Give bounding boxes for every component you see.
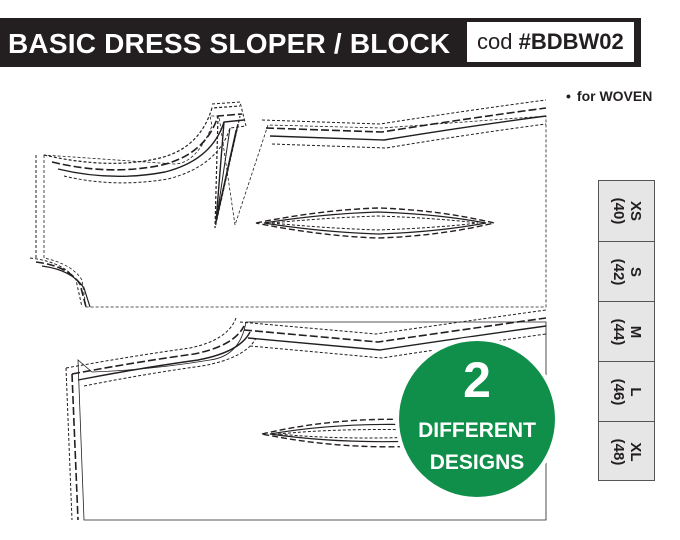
size-label: L: [626, 386, 644, 397]
back-piece-outline: [43, 115, 547, 308]
size-cell-l: L (46): [599, 361, 654, 421]
fabric-note: • for WOVEN: [566, 88, 652, 104]
product-code-prefix: cod: [477, 29, 519, 54]
badge-number: 2: [463, 352, 491, 408]
bullet-icon: •: [566, 88, 571, 104]
designs-badge: 2 DIFFERENT DESIGNS: [395, 337, 559, 501]
size-label: S: [626, 266, 644, 277]
waist-dart-diamond: [255, 207, 495, 239]
front-shoulder-lines: [239, 309, 547, 335]
size-number: (44): [609, 318, 627, 345]
badge-line-2: DESIGNS: [429, 451, 525, 474]
front-side-lines: [65, 367, 73, 521]
back-shoulder-lines: [261, 99, 547, 125]
product-code: cod #BDBW02: [477, 29, 624, 55]
size-table: XS (40) S (42) M (44) L (46) XL (48): [598, 180, 655, 481]
size-cell-content: L (46): [610, 378, 644, 405]
title-bar: BASIC DRESS SLOPER / BLOCK cod #BDBW02: [0, 18, 641, 67]
size-label: XS: [626, 200, 644, 221]
size-cell-m: M (44): [599, 301, 654, 361]
front-neckline-lines: [65, 317, 237, 369]
size-cell-content: XL (48): [610, 438, 644, 465]
size-cell-content: M (44): [610, 318, 644, 345]
size-label: M: [626, 325, 644, 338]
size-cell-content: XS (40): [610, 198, 644, 225]
product-code-box: cod #BDBW02: [467, 22, 634, 62]
size-cell-s: S (42): [599, 241, 654, 301]
product-code-value: #BDBW02: [518, 29, 624, 54]
back-armhole-lines: [29, 257, 83, 308]
size-cell-xl: XL (48): [599, 421, 654, 481]
page-title: BASIC DRESS SLOPER / BLOCK: [8, 28, 451, 59]
size-number: (40): [609, 197, 627, 225]
size-number: (42): [609, 258, 627, 285]
shoulder-dart-lines: [214, 115, 241, 229]
back-pattern-piece: [29, 99, 547, 308]
size-number: (46): [609, 378, 627, 405]
size-number: (48): [609, 438, 627, 465]
size-cell-content: S (42): [610, 258, 644, 285]
badge-line-1: DIFFERENT: [418, 419, 536, 442]
back-neckline-lines: [43, 105, 241, 164]
size-label: XL: [626, 441, 644, 462]
size-cell-xs: XS (40): [599, 181, 654, 241]
fabric-note-text: for WOVEN: [576, 88, 653, 104]
